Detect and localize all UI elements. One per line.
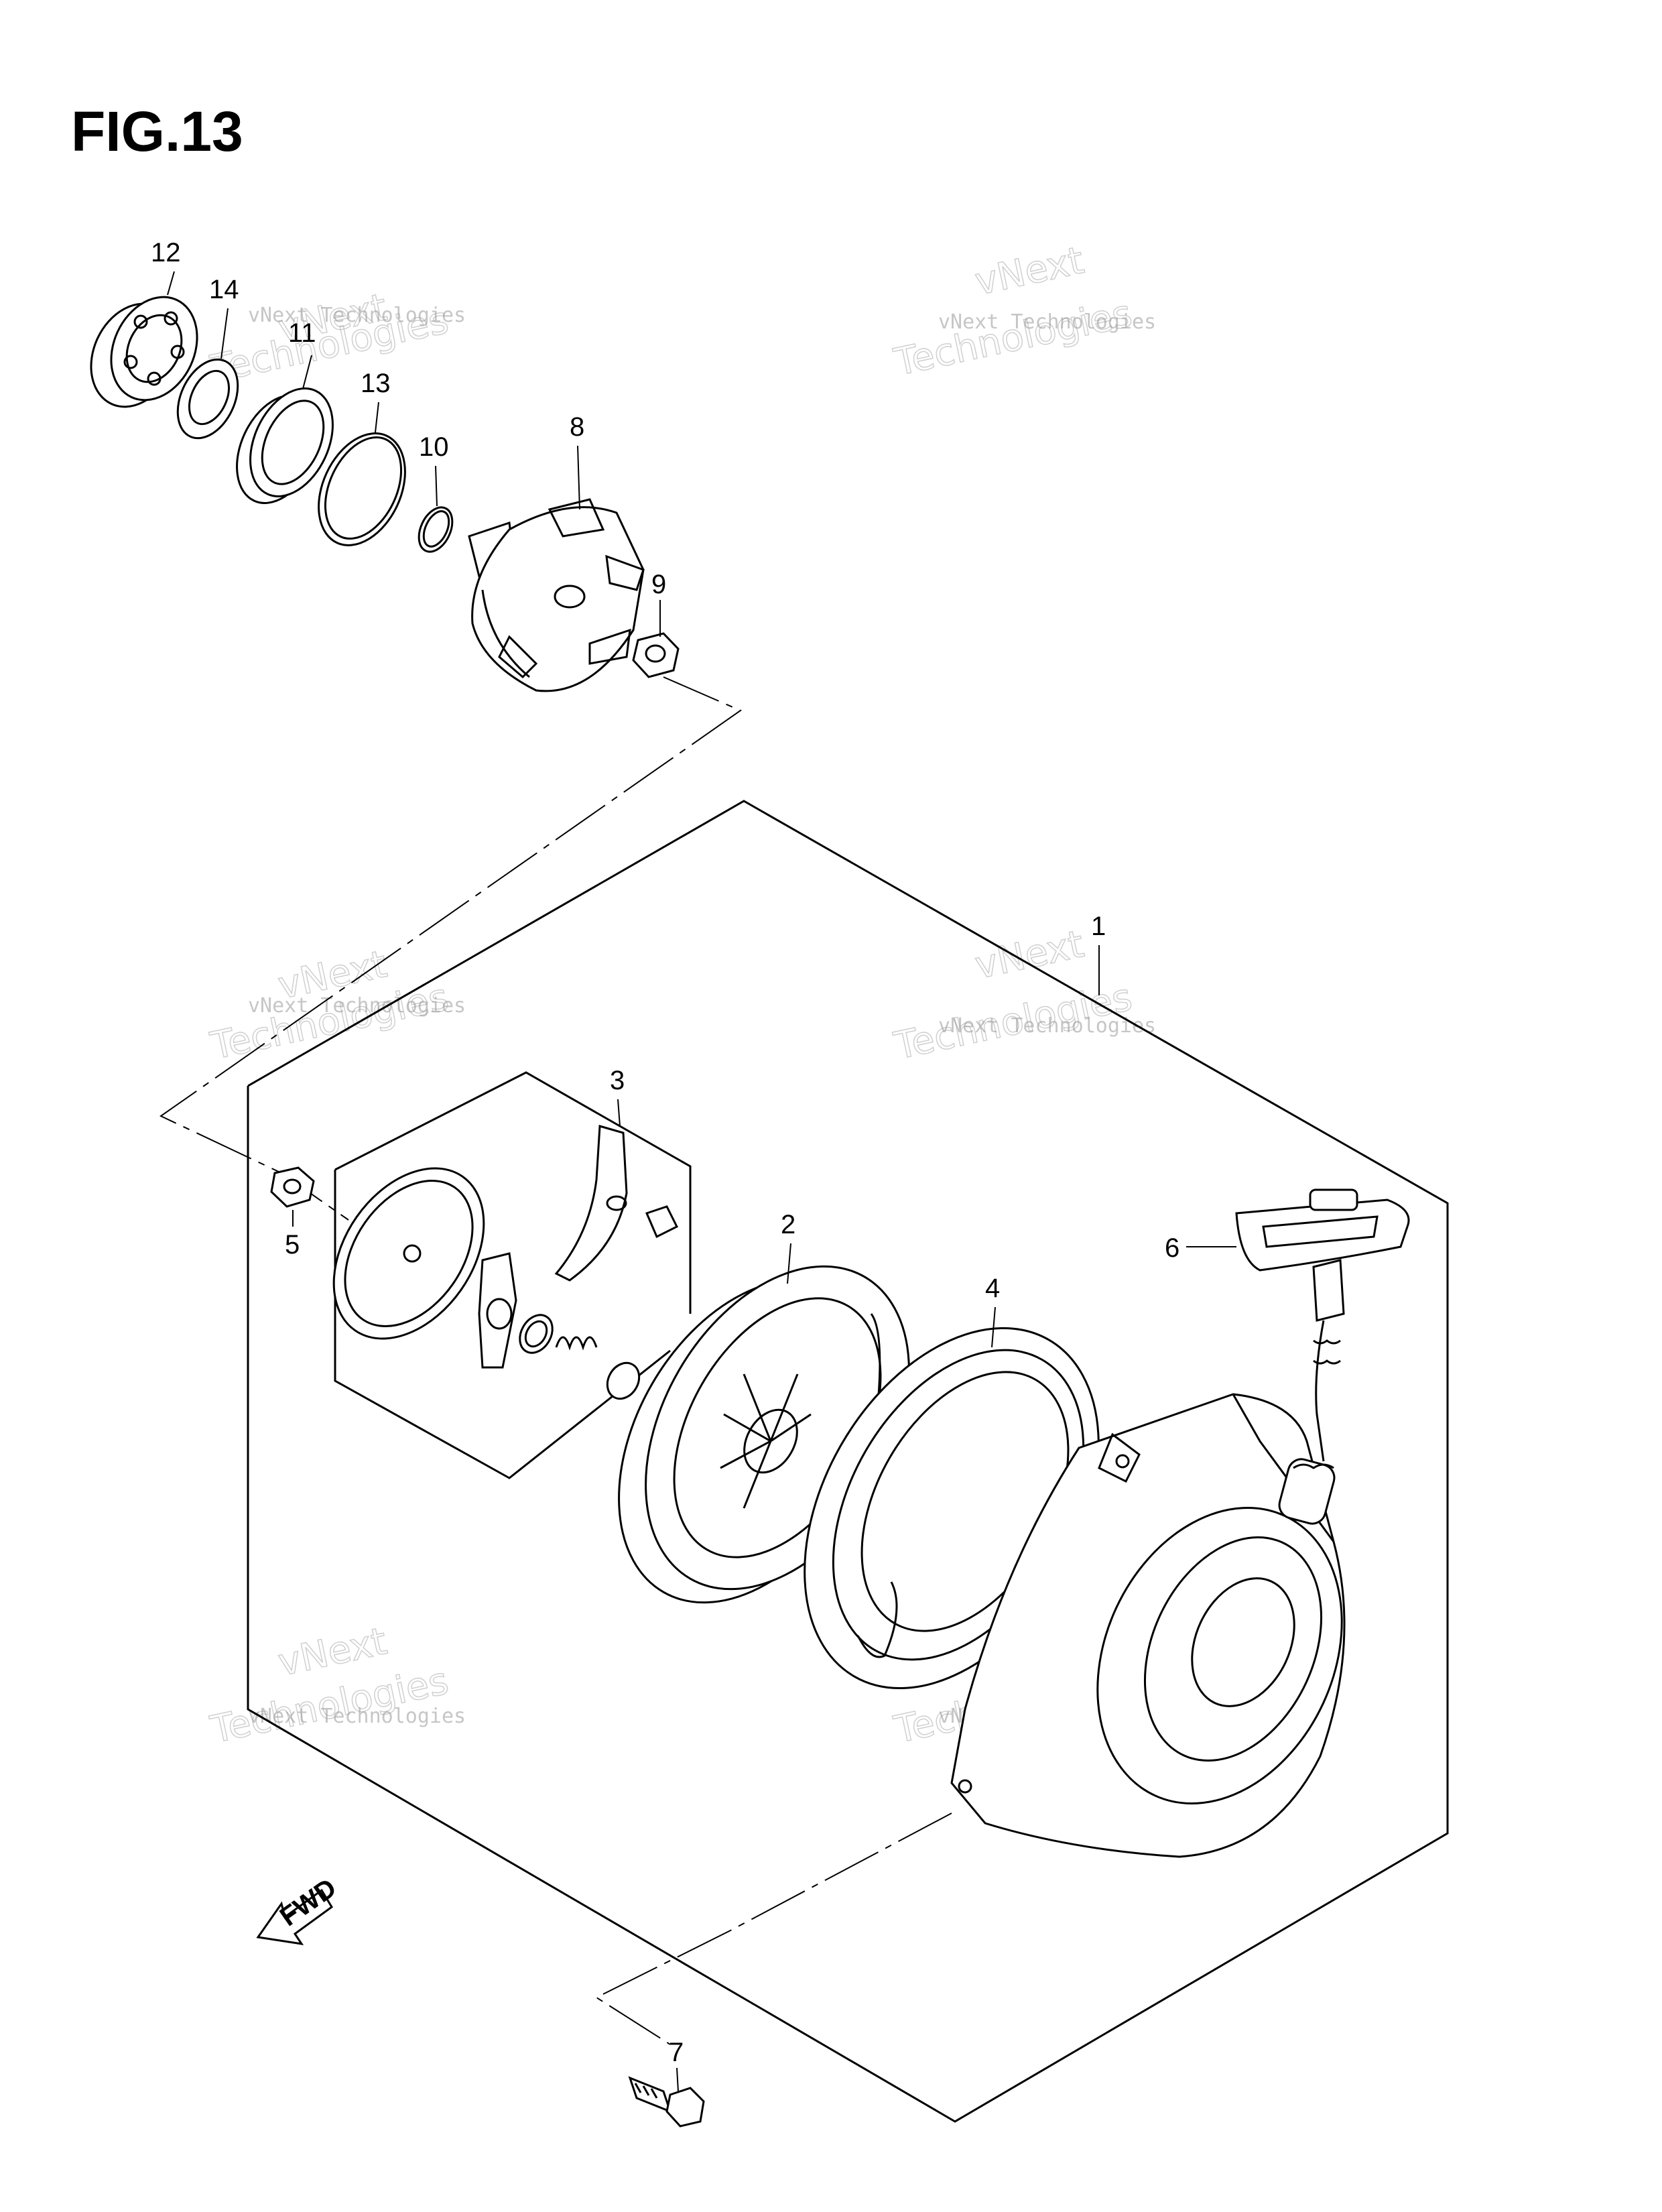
part-small-ring (418, 506, 454, 553)
svg-text:vNext: vNext (971, 239, 1088, 304)
part-flange-nut (270, 1166, 315, 1208)
part-bearing (90, 296, 198, 408)
part-label-14: 14 (209, 275, 239, 304)
part-starter-handle (1235, 1188, 1410, 1462)
part-label-9: 9 (651, 570, 666, 599)
part-bolt (628, 2076, 705, 2128)
part-washer (176, 358, 239, 440)
part-label-4: 4 (985, 1274, 1000, 1303)
part-nut (632, 632, 680, 678)
watermark: vNext Technologies vNext Technologies (890, 922, 1156, 1068)
svg-text:vNext Technologies: vNext Technologies (248, 304, 466, 327)
part-label-1: 1 (1091, 912, 1106, 941)
part-label-11: 11 (288, 318, 316, 348)
part-label-8: 8 (570, 412, 584, 442)
part-oil-seal (236, 387, 334, 504)
part-label-7: 7 (669, 2038, 684, 2067)
svg-text:vNext Technologies: vNext Technologies (938, 310, 1156, 334)
part-drive-pulley (468, 498, 645, 692)
svg-text:vNext Technologies: vNext Technologies (248, 1705, 466, 1728)
svg-text:vNext Technologies: vNext Technologies (248, 994, 466, 1018)
watermark: vNext Technologies vNext Technologies (206, 285, 466, 391)
svg-text:Technologies: Technologies (890, 292, 1135, 385)
part-label-2: 2 (781, 1210, 795, 1239)
leader-lines (167, 271, 1236, 2092)
part-label-5: 5 (285, 1230, 300, 1259)
fwd-arrow: FWD (256, 1873, 342, 1946)
svg-text:vNext: vNext (971, 922, 1088, 988)
svg-text:vNext Technologies: vNext Technologies (938, 1014, 1156, 1038)
part-label-13: 13 (361, 369, 391, 398)
part-label-12: 12 (151, 238, 181, 267)
figure-title: FIG.13 (71, 100, 243, 163)
watermark: vNext Technologies vNext Technologies (206, 942, 466, 1068)
part-ratchet-set (332, 1125, 679, 1400)
part-label-10: 10 (419, 432, 449, 462)
part-o-ring (318, 432, 406, 546)
part-labels: 12 14 11 13 10 8 9 1 3 2 4 6 5 7 (151, 238, 1179, 2067)
part-label-6: 6 (1165, 1233, 1179, 1263)
watermark: vNext Technologies vNext Technologies (206, 1619, 466, 1752)
watermark: vNext Technologies vNext Technologies (890, 238, 1156, 385)
part-starter-case (950, 1393, 1346, 1858)
part-label-3: 3 (610, 1066, 625, 1095)
